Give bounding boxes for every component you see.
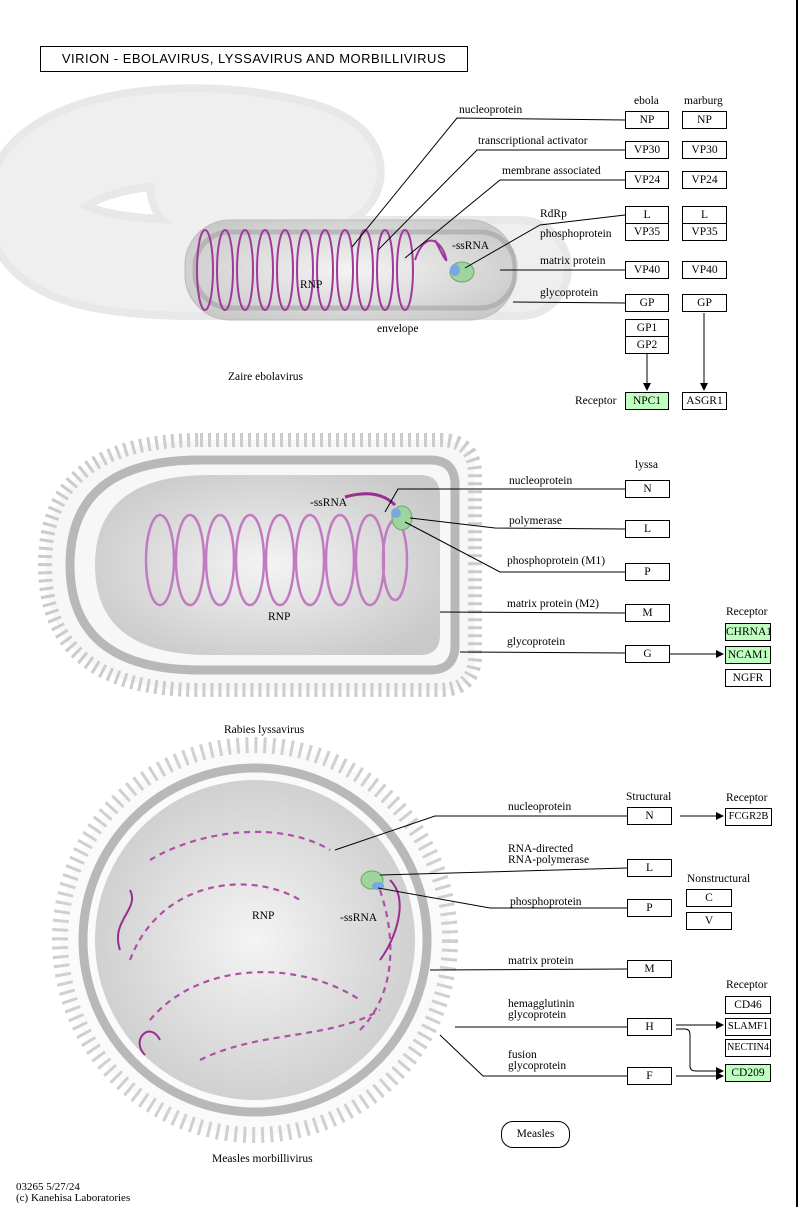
gene-box-measles-v[interactable]: V (686, 912, 732, 930)
gene-box-lyssa-m[interactable]: M (625, 604, 670, 622)
label-matrix-protein: matrix protein (M2) (507, 598, 599, 610)
virus-name-measles: Measles morbillivirus (212, 1153, 313, 1165)
label-receptor: Receptor (726, 606, 768, 618)
gene-box-ebola-vp30[interactable]: VP30 (625, 141, 669, 159)
rnp-label: RNP (300, 279, 323, 291)
rnp-label: RNP (268, 611, 291, 623)
gene-box-lyssa-p[interactable]: P (625, 563, 670, 581)
right-border (796, 0, 798, 1207)
label-phosphoprotein: phosphoprotein (510, 896, 582, 908)
label-phosphoprotein: phosphoprotein (540, 228, 612, 240)
label-matrix-protein: matrix protein (508, 955, 574, 967)
gene-box-marburg-vp24[interactable]: VP24 (682, 171, 727, 189)
gene-box-measles-p[interactable]: P (627, 899, 672, 917)
label-fusion: fusion (508, 1049, 537, 1061)
gene-box-lyssa-l[interactable]: L (625, 520, 670, 538)
receptor-box-cd46[interactable]: CD46 (725, 996, 771, 1014)
gene-box-marburg-vp40[interactable]: VP40 (682, 261, 727, 279)
label-matrix-protein: matrix protein (540, 255, 606, 267)
rabies-virion-illustration (37, 433, 482, 697)
receptor-box-fcgr2b[interactable]: FCGR2B (725, 808, 772, 826)
receptor-box-ncam1[interactable]: NCAM1 (725, 646, 771, 664)
gene-box-measles-m[interactable]: M (627, 960, 672, 978)
label-rna-polymerase: RNA-polymerase (508, 854, 590, 866)
label-receptor: Receptor (575, 395, 617, 407)
label-fusion-glycoprotein: glycoprotein (508, 1060, 567, 1072)
col-header-ebola: ebola (634, 95, 659, 107)
connector-lines (334, 117, 724, 1080)
measles-virion-illustration (52, 737, 458, 1143)
gene-box-measles-h[interactable]: H (627, 1018, 672, 1036)
ssrna-label: -ssRNA (452, 240, 490, 252)
label-polymerase: polymerase (509, 515, 563, 527)
label-phosphoprotein: phosphoprotein (M1) (507, 555, 606, 567)
ssrna-label: -ssRNA (310, 497, 348, 509)
gene-box-marburg-gp[interactable]: GP (682, 294, 727, 312)
label-nucleoprotein: nucleoprotein (508, 801, 572, 813)
label-rna-directed: RNA-directed (508, 843, 574, 855)
receptor-box-cd209[interactable]: CD209 (725, 1064, 771, 1082)
receptor-box-chrna1[interactable]: CHRNA1 (725, 623, 771, 641)
gene-box-marburg-vp30[interactable]: VP30 (682, 141, 727, 159)
ssrna-label: -ssRNA (340, 912, 378, 924)
gene-box-marburg-vp35[interactable]: VP35 (682, 223, 727, 241)
label-nucleoprotein: nucleoprotein (459, 104, 523, 116)
label-nucleoprotein: nucleoprotein (509, 475, 573, 487)
header-structural: Structural (626, 791, 672, 803)
gene-box-measles-n[interactable]: N (627, 807, 672, 825)
header-receptor: Receptor (726, 979, 768, 991)
ebola-virion-illustration (0, 84, 572, 321)
gene-box-measles-c[interactable]: C (686, 889, 732, 907)
page-title: VIRION - EBOLAVIRUS, LYSSAVIRUS AND MORB… (40, 46, 468, 72)
gene-box-ebola-gp2[interactable]: GP2 (625, 336, 669, 354)
label-glycoprotein: glycoprotein (507, 636, 566, 648)
measles-pathway-link[interactable]: Measles (501, 1121, 570, 1148)
gene-box-measles-f[interactable]: F (627, 1067, 672, 1085)
gene-box-lyssa-g[interactable]: G (625, 645, 670, 663)
col-header-marburg: marburg (684, 95, 723, 107)
receptor-box-asgr1[interactable]: ASGR1 (682, 392, 727, 410)
receptor-box-ngfr[interactable]: NGFR (725, 669, 771, 687)
receptor-box-npc1[interactable]: NPC1 (625, 392, 669, 410)
receptor-box-nectin4[interactable]: NECTIN4 (725, 1039, 771, 1057)
label-transcriptional-activator: transcriptional activator (478, 135, 588, 147)
footer-id-date: 03265 5/27/24 (16, 1181, 80, 1193)
rnp-label: RNP (252, 910, 275, 922)
header-receptor: Receptor (726, 792, 768, 804)
label-membrane-associated: membrane associated (502, 165, 601, 177)
gene-box-ebola-l[interactable]: L (625, 206, 669, 224)
header-nonstructural: Nonstructural (687, 873, 751, 885)
gene-box-ebola-vp24[interactable]: VP24 (625, 171, 669, 189)
label-rdrp: RdRp (540, 208, 567, 220)
gene-box-ebola-np[interactable]: NP (625, 111, 669, 129)
gene-box-marburg-np[interactable]: NP (682, 111, 727, 129)
receptor-box-slamf1[interactable]: SLAMF1 (725, 1018, 771, 1036)
gene-box-ebola-vp35[interactable]: VP35 (625, 223, 669, 241)
label-hemagglutinin: hemagglutinin (508, 998, 575, 1010)
gene-box-marburg-l[interactable]: L (682, 206, 727, 224)
gene-box-ebola-vp40[interactable]: VP40 (625, 261, 669, 279)
virus-name-rabies: Rabies lyssavirus (224, 724, 305, 736)
gene-box-ebola-gp[interactable]: GP (625, 294, 669, 312)
envelope-label: envelope (377, 323, 419, 335)
gene-box-ebola-gp1[interactable]: GP1 (625, 319, 669, 337)
gene-box-measles-l[interactable]: L (627, 859, 672, 877)
footer-copyright: (c) Kanehisa Laboratories (16, 1192, 131, 1204)
gene-box-lyssa-n[interactable]: N (625, 480, 670, 498)
label-hemagglutinin-glycoprotein: glycoprotein (508, 1009, 567, 1021)
label-glycoprotein: glycoprotein (540, 287, 599, 299)
virus-name-ebola: Zaire ebolavirus (228, 371, 304, 383)
col-header-lyssa: lyssa (635, 459, 658, 471)
